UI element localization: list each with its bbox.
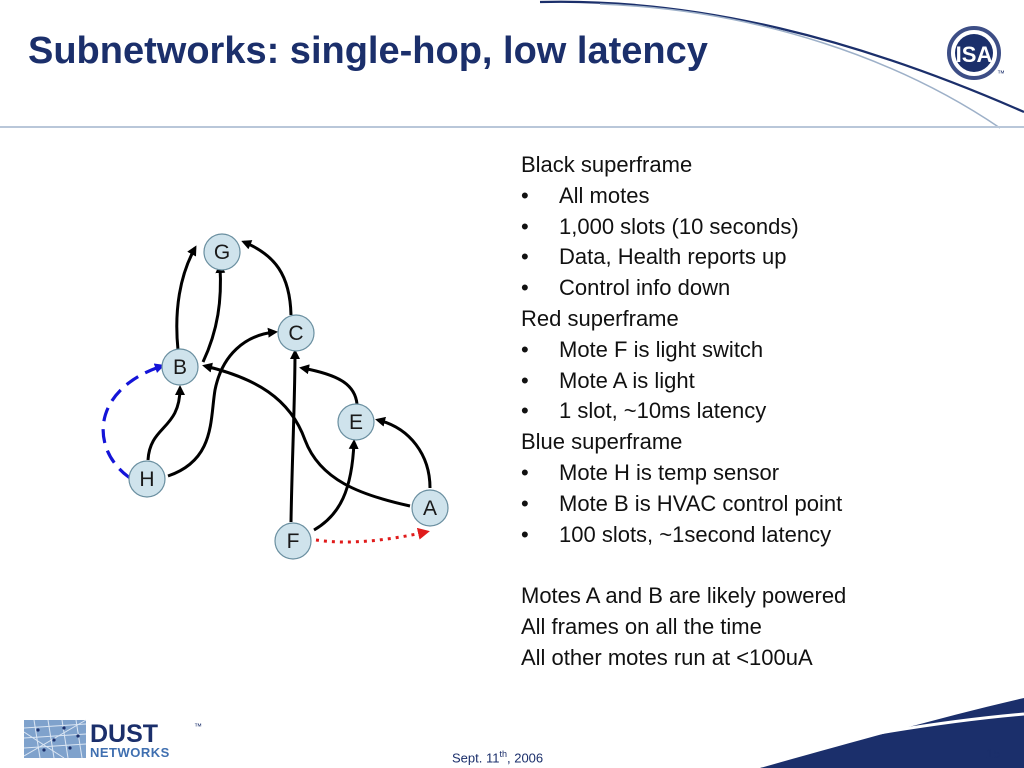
edge-h-to-b [146,385,185,461]
logo-globe-icon [24,719,87,759]
bullet-text: Data, Health reports up [559,244,787,270]
edge-b-to-g-outer [175,245,197,351]
bullet-item: • Mote H is temp sensor [521,458,981,489]
edge-a-to-b [202,362,411,508]
blank-line [521,550,981,581]
bullet-text: 100 slots, ~1second latency [559,521,832,547]
node-a-label: A [423,497,437,520]
svg-text:™: ™ [997,69,1004,78]
note-line: All frames on all the time [521,613,762,639]
bullet-item: • Mote B is HVAC control point [521,489,981,520]
bullet-glyph: • [521,398,529,424]
bullet-item: • Mote A is light [521,366,981,397]
edge-e-to-c [299,364,359,405]
bullet-glyph: • [521,490,529,516]
bullet-glyph: • [521,182,529,208]
edge-f-to-c [289,349,300,523]
logo-dust-text: DUST [90,720,158,748]
page-number: 15 [986,746,1001,761]
edge-c-to-g [241,240,293,316]
node-h: H [128,460,166,498]
node-g-label: G [214,241,230,264]
node-b: B [161,348,199,386]
bullet-text: Control info down [559,275,731,301]
bullet-item: • Data, Health reports up [521,242,981,273]
bullet-item: • 1,000 slots (10 seconds) [521,212,981,243]
superframe-description: Black superframe • All motes • 1,000 slots… [521,150,981,674]
node-a: A [411,489,449,527]
bullet-text: 1,000 slots (10 seconds) [559,213,799,239]
note-line: All other motes run at <100uA [521,644,813,670]
slide-title: Subnetworks: single-hop, low latency [28,30,708,72]
heading-black-superframe: Black superframe [521,152,693,177]
bullet-item: • Control info down [521,273,981,304]
bullet-item: • All motes [521,181,981,212]
heading-blue-superframe: Blue superframe [521,429,683,455]
bullet-item: • 100 slots, ~1second latency [521,520,981,551]
title-divider [0,126,1024,128]
bullet-text: 1 slot, ~10ms latency [559,398,767,424]
logo-networks-text: NETWORKS [90,745,170,760]
edge-b-to-g-inner [201,263,226,363]
heading-red-superframe: Red superframe [521,305,679,331]
bullet-text: All motes [559,182,650,208]
bullet-text: Mote A is light [559,367,695,393]
node-g: G [203,233,241,271]
node-b-label: B [173,356,187,379]
edge-h-to-b-blue-dashed [101,363,165,480]
isa-logo-text: ISA [956,42,993,67]
bullet-glyph: • [521,244,529,270]
node-c-label: C [288,322,303,345]
logo-trademark: ™ [194,722,202,731]
edge-f-to-a-red-dotted [315,527,430,544]
node-e: E [337,403,375,441]
bullet-item: • 1 slot, ~10ms latency [521,396,981,427]
bullet-text: Mote B is HVAC control point [559,490,843,516]
edge-f-to-e [313,439,359,532]
node-f-label: F [287,530,300,553]
bullet-glyph: • [521,459,529,485]
edge-h-to-c [167,327,278,478]
note-line: Motes A and B are likely powered [521,583,847,609]
node-h-label: H [139,468,154,491]
edge-a-to-e [375,416,432,489]
bullet-glyph: • [521,213,529,239]
bullet-item: • Mote F is light switch [521,335,981,366]
node-f: F [274,522,312,560]
dust-networks-logo: DUST NETWORKS ™ [24,719,202,760]
bullet-text: Mote H is temp sensor [559,459,780,485]
bullet-text: Mote F is light switch [559,336,764,362]
header-swoosh-decoration [539,0,1024,129]
footer-date: Sept. 11th, 2006 [452,749,544,766]
isa-logo: ISA ™ [947,26,1004,80]
bullet-glyph: • [521,521,529,547]
network-diagram: G C B E H A F [101,233,449,560]
node-e-label: E [349,411,363,434]
bullet-glyph: • [521,367,529,393]
bullet-glyph: • [521,275,529,301]
node-c: C [277,314,315,352]
bullet-glyph: • [521,336,529,362]
